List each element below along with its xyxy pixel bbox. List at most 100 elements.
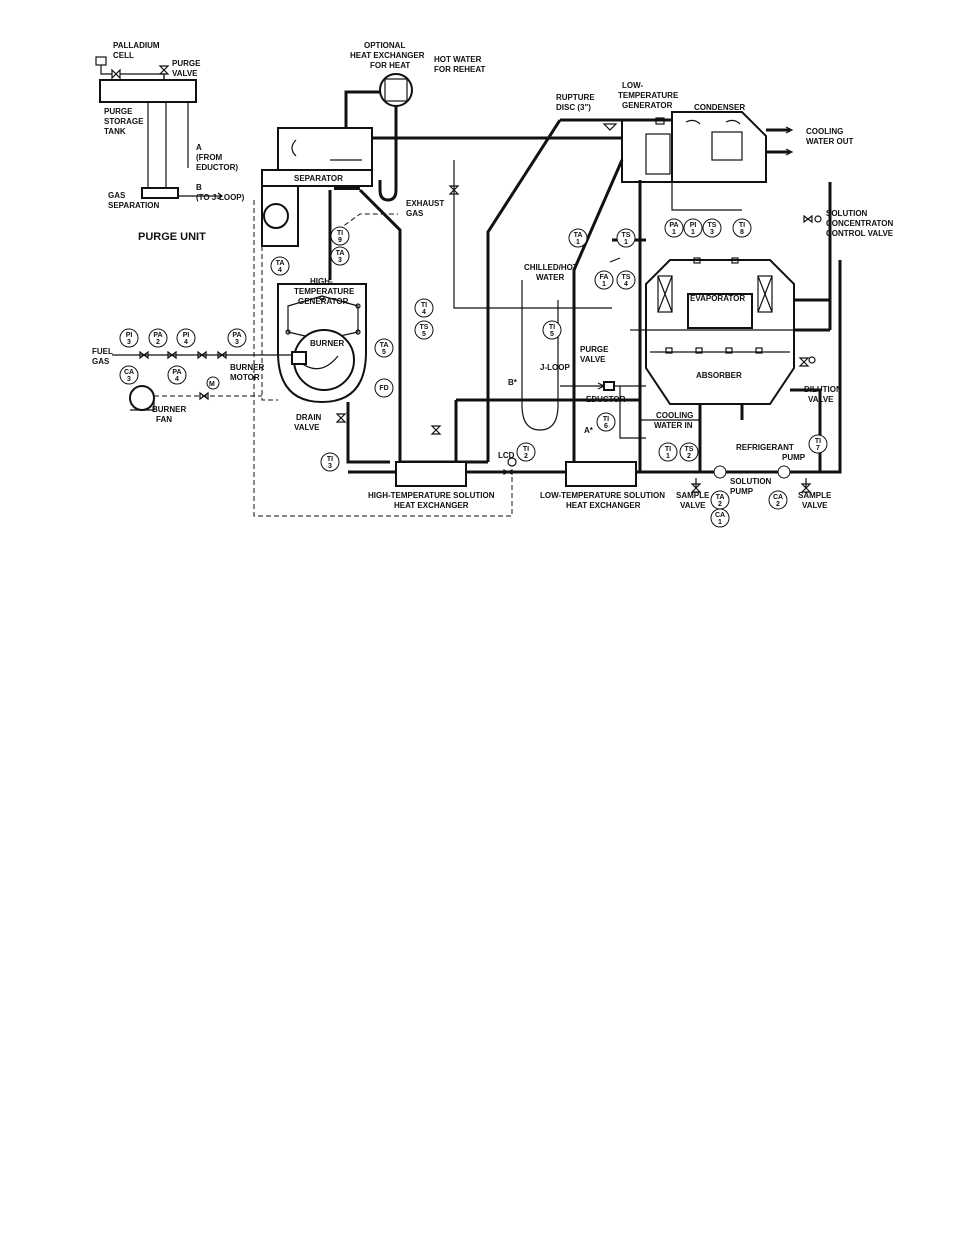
instrument-code: TS xyxy=(420,324,429,331)
refrigerant-pump-label: PUMP xyxy=(782,453,806,462)
purge-storage-tank xyxy=(99,79,197,103)
palladium-cell-label: PALLADIUM xyxy=(113,41,160,50)
instrument-ti9: TI9 xyxy=(330,226,350,246)
gas-separation-tank xyxy=(141,187,179,199)
fuel-gas-label: FUEL xyxy=(92,347,113,356)
ht-solution-hx-label: HEAT EXCHANGER xyxy=(394,501,469,510)
low-temperature-solution-hx xyxy=(565,461,637,487)
gas-separation-label: SEPARATION xyxy=(108,201,159,210)
instrument-code: PA xyxy=(153,332,162,339)
instrument-ts5: TS5 xyxy=(414,320,434,340)
instrument-number: 3 xyxy=(328,463,332,470)
instrument-code: TI xyxy=(421,302,427,309)
solution-pump-label: PUMP xyxy=(730,487,754,496)
storage-tank-label: TANK xyxy=(104,127,126,136)
to-jloop-label: (TO J-LOOP) xyxy=(196,193,245,202)
high-temperature-solution-hx xyxy=(395,461,467,487)
high-temperature-section xyxy=(253,73,513,517)
purge-valve-label: PURGE xyxy=(172,59,201,68)
solution-loop xyxy=(348,160,812,493)
high-temp-generator-label: HIGH- xyxy=(310,277,333,286)
instrument-number: 1 xyxy=(718,519,722,526)
burner-motor-label: MOTOR xyxy=(230,373,260,382)
cooling-water-out-label: WATER OUT xyxy=(806,137,854,146)
instrument-number: 5 xyxy=(422,331,426,338)
instrument-ca1: CA1 xyxy=(710,508,730,528)
instrument-number: 4 xyxy=(278,267,282,274)
instrument-code: CA xyxy=(715,512,725,519)
instrument-code: TI xyxy=(815,438,821,445)
separator-float xyxy=(263,203,289,229)
instrument-code: PA xyxy=(172,369,181,376)
condenser-label: CONDENSER xyxy=(694,103,745,112)
burner-motor-symbol xyxy=(206,376,220,390)
evaporator-label: EVAPORATOR xyxy=(690,294,745,303)
instrument-code: TI xyxy=(549,324,555,331)
svg-text:B(TO J-LOOP): B(TO J-LOOP) xyxy=(196,183,245,202)
optional-hx-label: HEAT EXCHANGER xyxy=(350,51,425,60)
instruments: PI3 PA2 PI4 PA3 CA3 PA4 TI9 TA3 TA4 TA5 … xyxy=(119,218,828,528)
cooling-water-in-label: WATER IN xyxy=(654,421,693,430)
palladium-cell-label: CELL xyxy=(113,51,134,60)
motor-symbol-text: M xyxy=(209,381,215,388)
dilution-valve-label: DILUTION xyxy=(804,385,842,394)
instrument-ti2: TI2 xyxy=(516,442,536,462)
from-eductor-label: EDUCTOR) xyxy=(196,163,238,172)
instrument-ti1: TI1 xyxy=(658,442,678,462)
instrument-number: 1 xyxy=(691,229,695,236)
storage-tank-label: STORAGE xyxy=(104,117,144,126)
b-star-label: B* xyxy=(508,378,518,387)
instrument-code: TI xyxy=(665,446,671,453)
refrigerant-pump xyxy=(777,465,791,479)
instrument-code: TA xyxy=(380,342,389,349)
instrument-ta2: TA2 xyxy=(710,490,730,510)
instrument-code: CA xyxy=(773,494,783,501)
from-eductor-label: (FROM xyxy=(196,153,223,162)
optional-hx-label: OPTIONAL xyxy=(364,41,405,50)
instrument-ts2: TS2 xyxy=(679,442,699,462)
instrument-code: PI xyxy=(183,332,190,339)
instrument-code: TS xyxy=(708,222,717,229)
low-temp-generator-label: TEMPERATURE xyxy=(618,91,679,100)
rupture-disc-label: DISC (3") xyxy=(556,103,591,112)
purge-valve xyxy=(158,65,170,75)
instrument-pa2: PA2 xyxy=(148,328,168,348)
a-star-label: A* xyxy=(584,426,594,435)
instrument-ti4: TI4 xyxy=(414,298,434,318)
instrument-number: 4 xyxy=(422,309,426,316)
instrument-number: 2 xyxy=(776,501,780,508)
purge-line-valve xyxy=(111,68,121,80)
evaporator xyxy=(687,293,753,329)
drain-valve xyxy=(335,413,347,423)
absorber-label: ABSORBER xyxy=(696,371,742,380)
sample-valve-1-label: VALVE xyxy=(680,501,706,510)
instrument-code: TA xyxy=(336,250,345,257)
instrument-number: 2 xyxy=(687,453,691,460)
instrument-code: TS xyxy=(685,446,694,453)
instrument-pi1: PI1 xyxy=(683,218,703,238)
instrument-number: 4 xyxy=(175,376,179,383)
j-loop-label: J-LOOP xyxy=(540,363,570,372)
burner-fan xyxy=(129,385,155,411)
cooling-water-in-label: COOLING xyxy=(656,411,693,420)
instrument-pa3: PA3 xyxy=(227,328,247,348)
rupture-disc xyxy=(602,123,618,131)
cooling-water-out-label: COOLING xyxy=(806,127,843,136)
instrument-ts4: TS4 xyxy=(616,270,636,290)
palladium-cell xyxy=(95,56,107,66)
instrument-pa1: PA1 xyxy=(664,218,684,238)
chilled-hot-water-label: CHILLED/HOT xyxy=(524,263,578,272)
